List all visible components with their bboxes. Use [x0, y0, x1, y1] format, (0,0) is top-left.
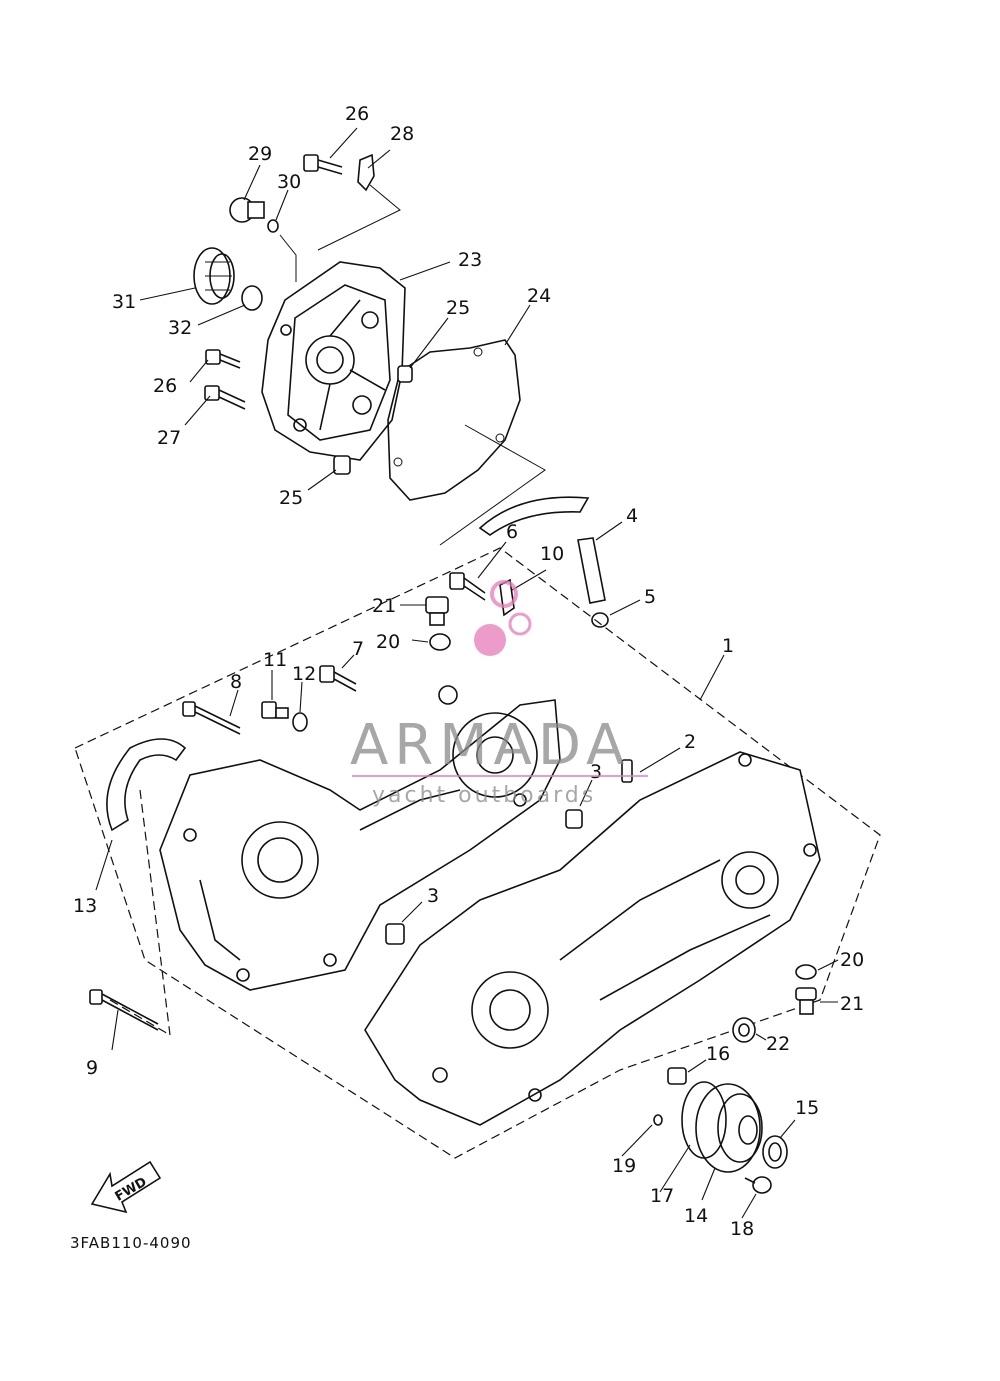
washer-12	[292, 712, 308, 732]
bolt-6	[449, 572, 486, 601]
callout-32: 32	[168, 317, 192, 339]
knock-pin-lower	[385, 923, 405, 945]
watermark: ARMADA yacht outboards	[350, 580, 648, 808]
hose-clamp	[357, 153, 375, 192]
callout-1: 1	[722, 635, 734, 657]
callout-10: 10	[540, 543, 564, 565]
callout-18: 18	[730, 1218, 754, 1240]
drain-bolt-right	[795, 987, 817, 1015]
watermark-brand: ARMADA	[350, 713, 630, 778]
plug-washer	[267, 219, 279, 233]
callout-14: 14	[684, 1205, 708, 1227]
knock-pin-upper	[565, 809, 583, 829]
forward-arrow-icon: FWD	[90, 1160, 162, 1214]
breather-hose	[478, 496, 606, 604]
callout-28: 28	[390, 123, 414, 145]
callout-labels: 1 2 3 3 4 5 6 7 8 9 10 11 12 13 14 15 16…	[73, 103, 864, 1240]
watermark-logo-icon	[474, 580, 532, 656]
washer-top	[429, 633, 451, 651]
filler-bolt-top	[425, 596, 449, 626]
callout-25-upper: 25	[446, 297, 470, 319]
bolt-9	[89, 989, 159, 1031]
callout-16: 16	[706, 1043, 730, 1065]
crankcase-left-half	[159, 685, 561, 991]
callout-7: 7	[352, 638, 364, 660]
hose-clip	[591, 612, 609, 628]
callout-11: 11	[263, 649, 287, 671]
leader-lines	[95, 127, 839, 1219]
pin-16	[667, 1067, 687, 1085]
callout-26-top: 26	[345, 103, 369, 125]
crankcase-cover	[261, 261, 406, 461]
seal-22	[732, 1017, 756, 1043]
crankcase-right-half	[364, 751, 821, 1126]
seal-15	[762, 1135, 788, 1169]
o-ring	[241, 285, 263, 311]
washer-right	[795, 964, 817, 980]
dowel-pin-upper	[397, 365, 413, 383]
callout-3-lower: 3	[427, 885, 439, 907]
bolt-left-short	[205, 349, 241, 369]
assembly-outline-lower	[74, 547, 881, 1159]
callout-8: 8	[230, 671, 242, 693]
callout-22: 22	[766, 1033, 790, 1055]
bolt-11	[261, 701, 289, 719]
gasket-13	[106, 738, 187, 832]
callout-21-right: 21	[840, 993, 864, 1015]
pin-19	[653, 1114, 663, 1126]
callout-26-left: 26	[153, 375, 177, 397]
callout-17: 17	[650, 1185, 674, 1207]
callout-20-right: 20	[840, 949, 864, 971]
callout-2: 2	[684, 731, 696, 753]
callout-25-lower: 25	[279, 487, 303, 509]
callout-24: 24	[527, 285, 551, 307]
callout-30: 30	[277, 171, 301, 193]
bolt-top	[303, 154, 343, 175]
callout-20-top: 20	[376, 631, 400, 653]
callout-15: 15	[795, 1097, 819, 1119]
o-ring-17	[681, 1081, 727, 1159]
callout-13: 13	[73, 895, 97, 917]
callout-29: 29	[248, 143, 272, 165]
assembly-outline-upper	[279, 184, 546, 546]
callout-23: 23	[458, 249, 482, 271]
callout-4: 4	[626, 505, 638, 527]
callout-27: 27	[157, 427, 181, 449]
dowel-pin-lower	[333, 455, 351, 475]
catalog-code: 3FAB110-4090	[70, 1234, 192, 1252]
callout-12: 12	[292, 663, 316, 685]
callout-3-upper: 3	[590, 761, 602, 783]
callout-31: 31	[112, 291, 136, 313]
drain-plug	[229, 197, 265, 223]
bolt-8	[182, 701, 241, 735]
callout-9: 9	[86, 1057, 98, 1079]
bolt-7	[319, 665, 357, 692]
bearing-housing	[695, 1083, 763, 1173]
callout-21-top: 21	[372, 595, 396, 617]
callout-5: 5	[644, 586, 656, 608]
oil-seal	[193, 247, 235, 305]
cover-gasket	[387, 339, 521, 501]
bolt-left-long	[204, 385, 246, 410]
watermark-tagline: yacht outboards	[372, 783, 596, 808]
callout-6: 6	[506, 521, 518, 543]
callout-19: 19	[612, 1155, 636, 1177]
screw-18	[744, 1176, 772, 1194]
